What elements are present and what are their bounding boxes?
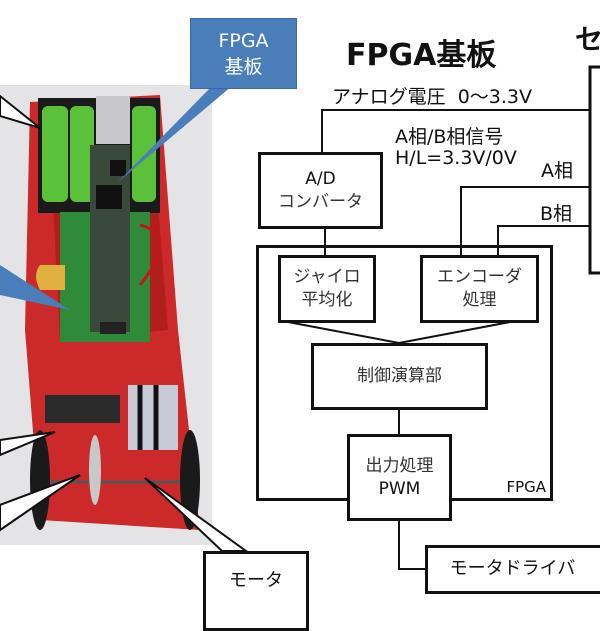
motor xyxy=(128,385,178,450)
gyro-block: ジャイロ 平均化 xyxy=(278,255,376,323)
adc-line2: コンバータ xyxy=(278,191,363,212)
sensor-block xyxy=(588,65,600,275)
phase-a-label: A相 xyxy=(541,160,573,182)
phase-b-label: B相 xyxy=(540,203,573,225)
output-line2: PWM xyxy=(378,478,421,499)
analog-voltage-label: アナログ電圧 0～3.3V xyxy=(332,86,533,108)
motor-driver-label: モータドライバ xyxy=(449,558,576,580)
control-label: 制御演算部 xyxy=(357,366,442,387)
motor-label: モータ xyxy=(229,569,283,591)
callout-line2: 基板 xyxy=(224,55,263,78)
gyro-line1: ジャイロ xyxy=(293,267,361,288)
battery xyxy=(132,106,156,202)
encoder-block: エンコーダ 処理 xyxy=(420,255,539,323)
output-block: 出力処理 PWM xyxy=(347,434,452,521)
callout-line1: FPGA xyxy=(218,29,269,52)
encoder-line2: 処理 xyxy=(462,290,497,310)
fpga-callout: FPGA 基板 xyxy=(190,18,297,89)
encoder-line1: エンコーダ xyxy=(437,267,522,288)
corner-label: セ xyxy=(575,23,600,56)
wheel xyxy=(180,430,200,530)
callout-pointer xyxy=(118,86,232,182)
adc-block: A/D コンバータ xyxy=(258,152,383,229)
fpga-label: FPGA xyxy=(506,478,546,496)
encoder-disc xyxy=(89,435,101,505)
battery xyxy=(42,106,68,202)
control-block: 制御演算部 xyxy=(311,343,488,410)
motor-driver-block: モータドライバ xyxy=(425,545,600,594)
signal-label-1: A相/B相信号 xyxy=(395,126,504,148)
robot-photo xyxy=(0,65,600,570)
diagram-title: FPGA基板 xyxy=(346,38,497,73)
signal-label-2: H/L=3.3V/0V xyxy=(395,147,517,169)
battery xyxy=(70,106,94,202)
motor-callout: モータ xyxy=(203,551,309,631)
usb-connector xyxy=(96,96,130,144)
wheel xyxy=(30,430,50,530)
output-line1: 出力処理 xyxy=(365,455,434,476)
gyro-line2: 平均化 xyxy=(301,290,353,310)
adc-line1: A/D xyxy=(305,168,336,189)
